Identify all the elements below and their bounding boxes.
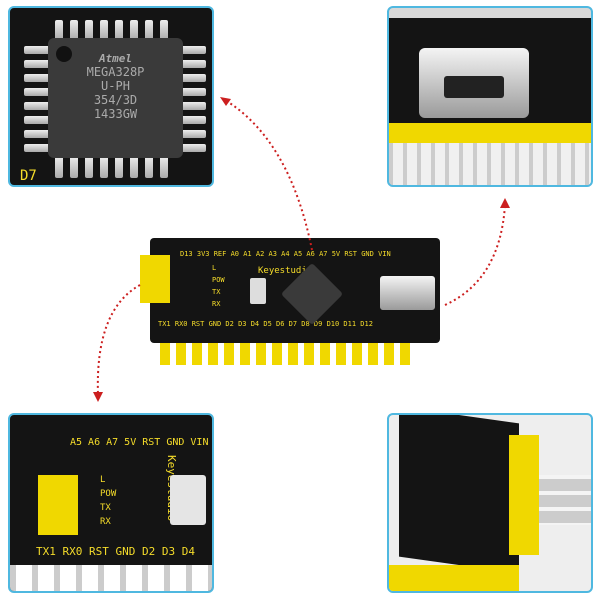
chip-pin [180,88,206,96]
led-label: RX [212,300,221,308]
chip-line: U-PH [101,79,130,93]
led-closeup-photo: A5 A6 A7 5V RST GND VIN TX1 RX0 RST GND … [8,413,214,593]
chip-pin [180,116,206,124]
chip-line: 354/3D [93,93,138,107]
closeup-top-labels: A5 A6 A7 5V RST GND VIN [70,437,209,448]
led-label: L [100,475,106,485]
mini-usb-port [380,276,435,310]
chip-pin [70,20,78,40]
top-pin-labels: D13 3V3 REF A0 A1 A2 A3 A4 A5 A6 A7 5V R… [180,250,391,258]
side-closeup-photo [387,413,593,593]
chip-pin [24,130,50,138]
chip-pin [70,156,78,178]
chip-pin [160,20,168,40]
arrow-to-chip [224,99,313,251]
chip-logo: Atmel [98,52,133,65]
chip-pin [130,156,138,178]
icsp-header [38,475,78,535]
chip-pin [24,88,50,96]
chip-pin [24,46,50,54]
icsp-header [140,255,170,303]
usb-closeup-photo [387,6,593,187]
pin-header-row [160,343,410,365]
chip-pin [85,20,93,40]
arrowhead [220,97,231,106]
led-label: L [212,264,217,272]
chip-pin [100,156,108,178]
atmega-chip: Atmel MEGA328P U-PH 354/3D 1433GW [48,38,183,158]
led-label: POW [100,489,117,499]
chip-closeup-photo: Atmel MEGA328P U-PH 354/3D 1433GW D7 [8,6,214,187]
bottom-pin-labels: TX1 RX0 RST GND D2 D3 D4 D5 D6 D7 D8 D9 … [158,320,373,328]
chip-pin [55,20,63,40]
chip-pin [180,74,206,82]
chip-pin [145,20,153,40]
chip-pin [100,20,108,40]
chip-pin [24,144,50,152]
chip-pin [180,60,206,68]
brand-label: Keyestudio [258,266,313,276]
chip-pin [180,102,206,110]
chip-line: 1433GW [93,107,138,121]
chip-pin [85,156,93,178]
led-label: TX [100,503,111,513]
arrow-to-usb [444,204,506,306]
chip-pin [115,20,123,40]
chip-pin [24,74,50,82]
led-label: TX [212,288,221,296]
chip-pin [24,102,50,110]
led-label: RX [100,517,111,527]
silk-label: D7 [20,168,37,184]
nano-board: D13 3V3 REF A0 A1 A2 A3 A4 A5 A6 A7 5V R… [150,238,440,343]
chip-pin [180,144,206,152]
chip-pin [115,156,123,178]
chip-pin [55,156,63,178]
chip-pin [180,46,206,54]
chip-pin [145,156,153,178]
chip-pin [130,20,138,40]
closeup-bottom-labels: TX1 RX0 RST GND D2 D3 D4 [36,545,195,558]
chip-pin [24,116,50,124]
arrow-to-header [96,284,141,396]
reset-button [250,278,266,304]
reset-button [170,475,206,525]
led-label: POW [212,276,225,284]
chip-line: MEGA328P [86,65,145,79]
arrowhead [500,198,510,208]
chip-pin [24,60,50,68]
arrowhead [93,392,103,402]
mini-usb-port [419,48,529,118]
chip-pin [180,130,206,138]
chip-pin [160,156,168,178]
